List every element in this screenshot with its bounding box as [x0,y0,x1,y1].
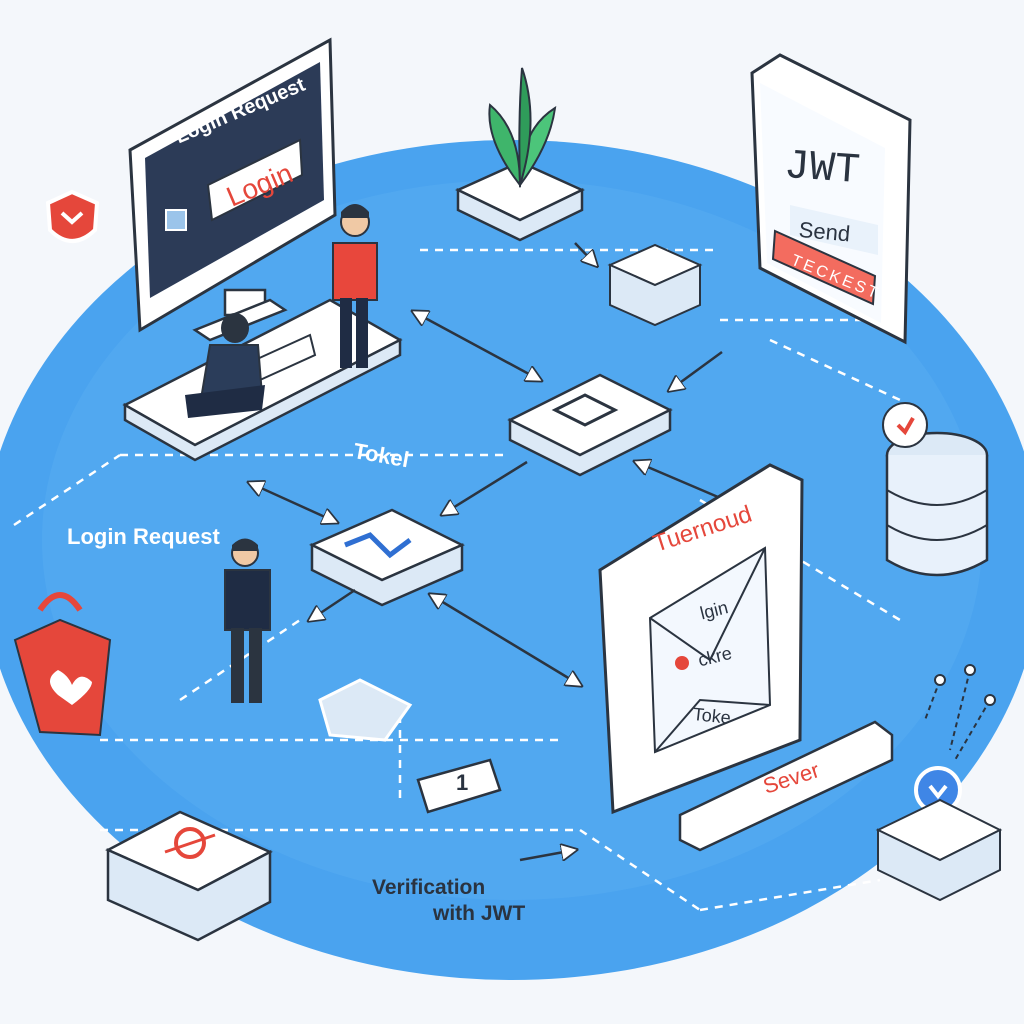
jwt-card-title: JWT [783,142,862,195]
panel-line3: Toke [692,704,732,729]
step-badge-number: 1 [456,770,468,796]
jwt-card-send: Send [798,217,851,247]
verification-line2: with JWT [433,902,525,926]
database-icon [887,433,987,575]
shield-heart-icon [48,192,97,241]
location-pin-icon [883,403,927,447]
verification-line1: Verification [372,876,485,900]
left-login-request: Login Request [67,524,220,550]
